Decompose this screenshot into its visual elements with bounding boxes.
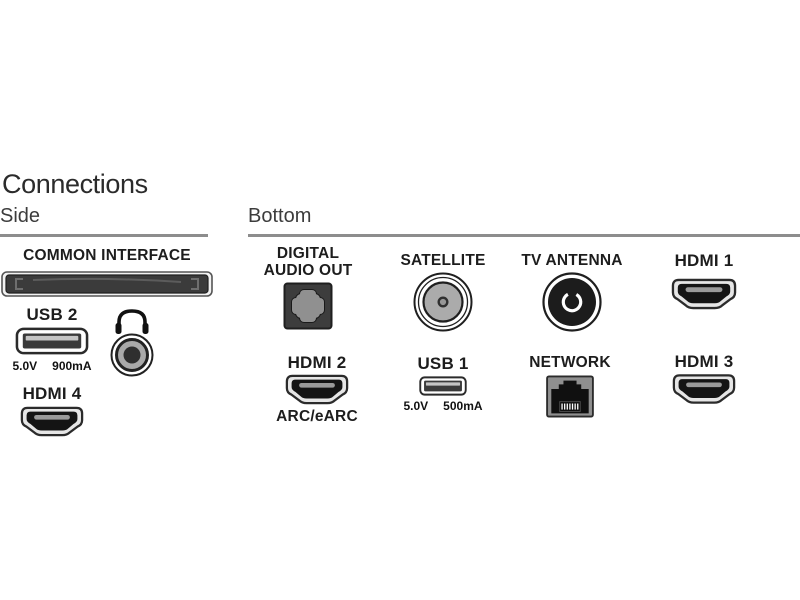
port-hdmi4: HDMI 4: [4, 385, 100, 438]
hdmi2-sublabel: ARC/eARC: [276, 408, 358, 425]
usb1-spec-voltage: 5.0V: [403, 399, 429, 413]
port-hdmi1: HDMI 1: [667, 252, 741, 311]
usb2-spec: 5.0V 900mA: [12, 359, 91, 373]
hdmi-port-icon: [672, 374, 736, 404]
hdmi-port-icon: [20, 406, 84, 437]
antenna-connector-icon: [542, 272, 602, 332]
port-hdmi2: HDMI 2 ARC/eARC: [276, 353, 358, 425]
headphones-icon: [115, 309, 149, 334]
hdmi1-label: HDMI 1: [674, 251, 734, 270]
port-network: NETWORK: [526, 354, 614, 418]
port-satellite: SATELLITE: [400, 252, 485, 333]
section-heading-bottom: Bottom: [248, 205, 800, 237]
usb1-label: USB 1: [417, 354, 469, 373]
usb1-spec: 5.0V 500mA: [403, 399, 482, 413]
digital-audio-label-line1: DIGITAL: [276, 245, 340, 262]
common-interface-slot-icon: [1, 271, 213, 297]
port-hdmi3: HDMI 3: [667, 353, 741, 406]
usb2-spec-voltage: 5.0V: [12, 359, 38, 373]
page-title: Connections: [2, 169, 148, 199]
port-usb1: USB 1 5.0V 500mA: [403, 354, 482, 413]
usb-port-icon: [15, 327, 89, 355]
port-common-interface: COMMON INTERFACE: [0, 247, 214, 297]
usb2-label: USB 2: [26, 305, 78, 324]
port-usb2: USB 2 5.0V 900mA: [6, 306, 98, 373]
usb2-spec-current: 900mA: [52, 359, 92, 373]
hdmi2-label: HDMI 2: [287, 353, 347, 372]
network-label: NETWORK: [529, 354, 611, 371]
port-headphones: [104, 307, 160, 377]
optical-port-icon: [283, 282, 333, 330]
section-heading-side: Side: [0, 205, 208, 237]
headphone-jack-icon: [110, 309, 154, 377]
satellite-connector-icon: [413, 272, 473, 332]
port-tv-antenna: TV ANTENNA: [520, 252, 624, 333]
usb-port-icon: [419, 376, 467, 396]
hdmi4-label: HDMI 4: [22, 384, 82, 403]
satellite-label: SATELLITE: [400, 252, 486, 269]
hdmi-port-icon: [285, 374, 349, 405]
common-interface-label: COMMON INTERFACE: [23, 247, 191, 264]
digital-audio-label-line2: AUDIO OUT: [263, 262, 353, 279]
hdmi3-label: HDMI 3: [674, 352, 734, 371]
tv-antenna-label: TV ANTENNA: [521, 252, 623, 269]
usb1-spec-current: 500mA: [443, 399, 483, 413]
port-digital-audio-out: DIGITAL AUDIO OUT: [254, 245, 362, 330]
hdmi-port-icon: [671, 278, 737, 310]
ethernet-port-icon: [546, 375, 594, 418]
